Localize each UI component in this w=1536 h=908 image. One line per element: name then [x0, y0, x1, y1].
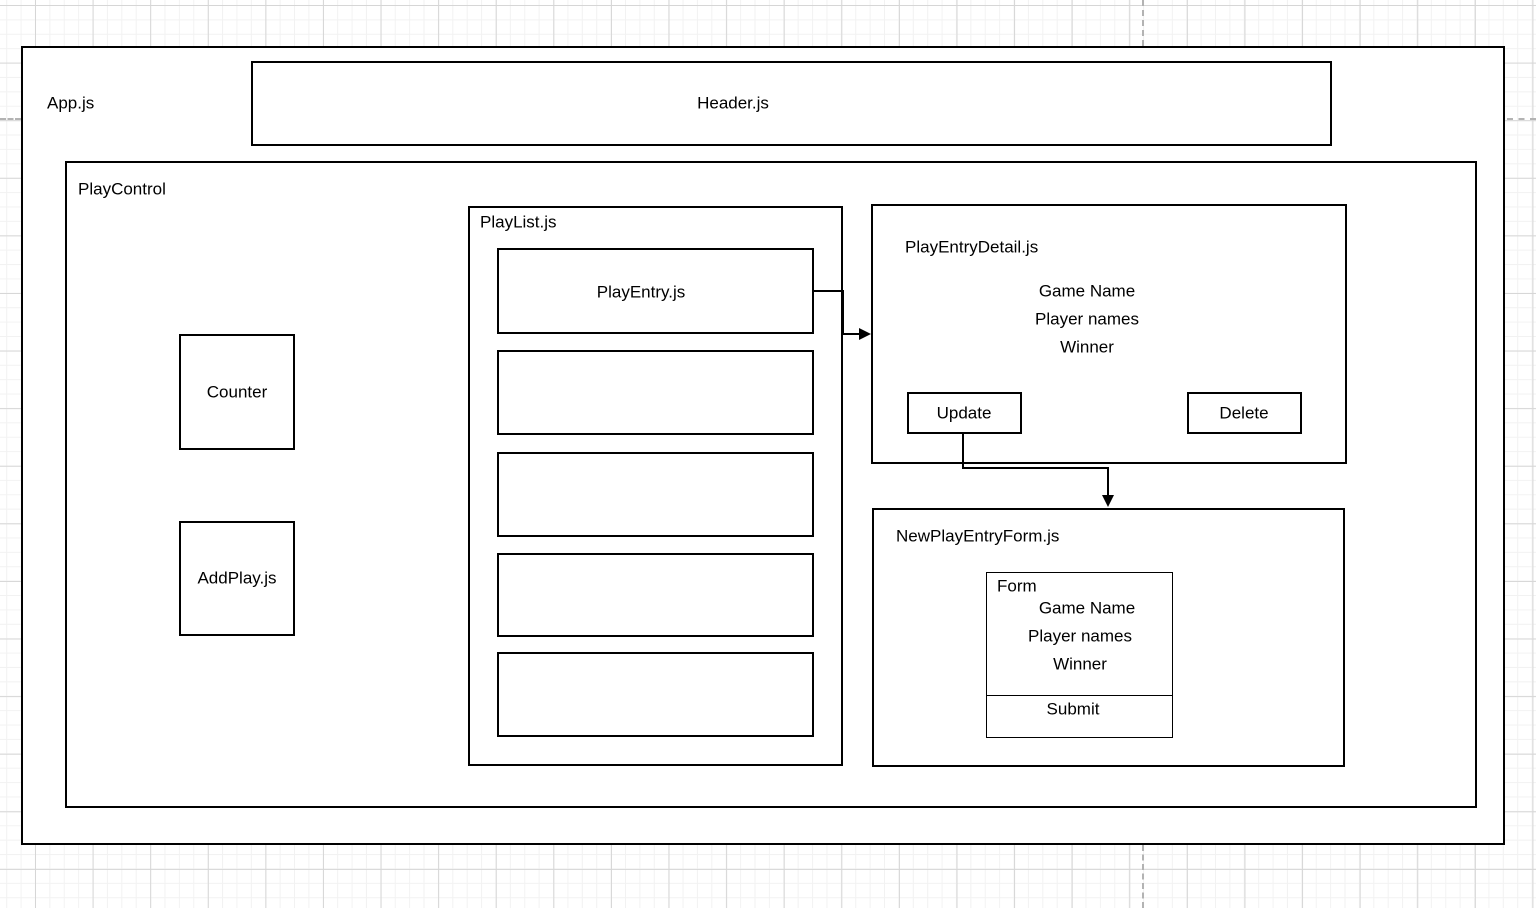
form-box[interactable] [986, 572, 1173, 738]
detail-field-winner: Winner [1060, 337, 1114, 357]
page-guide-horizontal-right [1507, 118, 1536, 120]
app-label: App.js [47, 93, 95, 113]
playlist-label: PlayList.js [480, 212, 557, 232]
newplayentryform-label: NewPlayEntryForm.js [896, 526, 1060, 546]
header-box[interactable] [251, 61, 1332, 146]
update-button[interactable] [907, 392, 1022, 434]
playlist-empty-row[interactable] [497, 452, 814, 537]
detail-field-game-name: Game Name [1038, 281, 1136, 301]
connector-segment [842, 290, 844, 335]
playentry-label: PlayEntry.js [596, 282, 686, 302]
counter-label: Counter [206, 382, 268, 402]
form-field-game-name: Game Name [1038, 598, 1136, 618]
playlist-box[interactable] [468, 206, 843, 766]
form-field-winner: Winner [1053, 654, 1107, 674]
playlist-empty-row[interactable] [497, 652, 814, 737]
playentrydetail-label: PlayEntryDetail.js [905, 237, 1039, 257]
playcontrol-label: PlayControl [78, 179, 166, 199]
page-guide-vertical-bottom [1142, 845, 1144, 908]
playcontrol-box[interactable] [65, 161, 1477, 808]
playentry-box[interactable] [497, 248, 814, 334]
detail-field-player-names: Player names [1035, 309, 1139, 329]
playlist-empty-row[interactable] [497, 350, 814, 435]
form-field-player-names: Player names [1028, 626, 1132, 646]
page-guide-horizontal-left [0, 118, 21, 120]
counter-box[interactable] [179, 334, 295, 450]
connector-segment [814, 290, 844, 292]
page-guide-vertical-top [1142, 0, 1144, 46]
connector-segment [1107, 467, 1109, 497]
playlist-empty-row[interactable] [497, 553, 814, 637]
header-label: Header.js [697, 93, 769, 113]
connector-segment [842, 333, 860, 335]
delete-button-label: Delete [1219, 403, 1269, 423]
arrowhead-down-icon [1102, 495, 1114, 507]
addplay-box[interactable] [179, 521, 295, 636]
delete-button[interactable] [1187, 392, 1302, 434]
connector-segment [962, 434, 964, 469]
arrowhead-right-icon [859, 328, 871, 340]
form-divider [987, 695, 1172, 696]
connector-segment [962, 467, 1109, 469]
update-button-label: Update [936, 403, 992, 423]
form-label: Form [997, 576, 1037, 596]
submit-button-label[interactable]: Submit [1046, 699, 1100, 719]
addplay-label: AddPlay.js [197, 568, 277, 588]
